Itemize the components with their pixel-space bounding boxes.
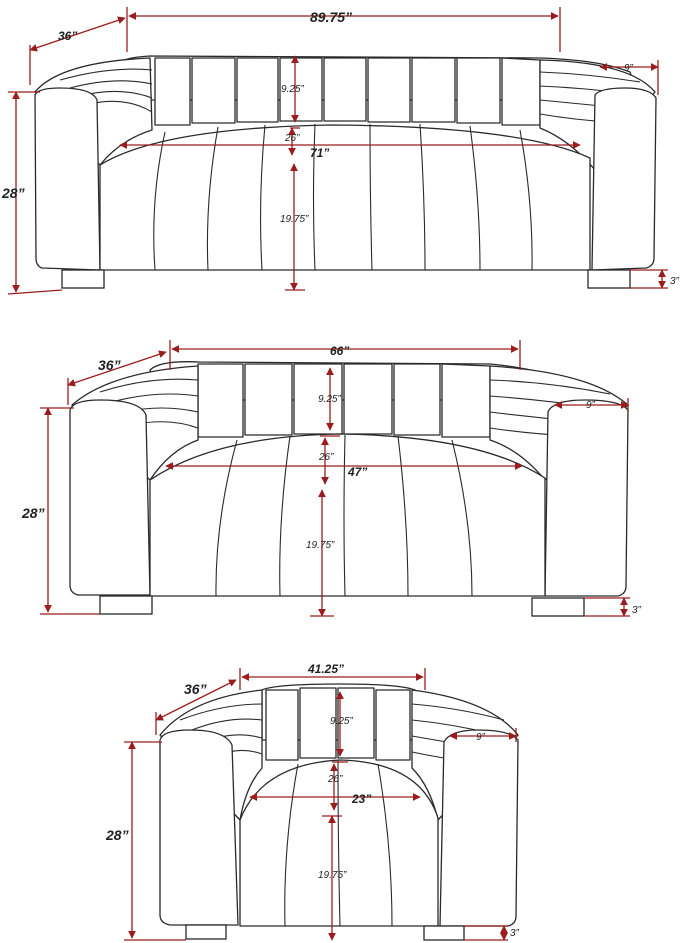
chair-depth-label: 36” [184,681,207,697]
chair-leg-right [423,925,465,941]
chair-width-label: 41.25” [307,662,344,676]
sofa-seat-depth-label: 26” [284,133,300,144]
loveseat-seat [149,433,546,597]
loveseat-leg-height-label: 3” [632,605,642,616]
sofa-leg-left [61,269,105,289]
sofa-height-label: 28” [1,185,25,201]
loveseat-dimensions [40,340,630,617]
sofa-seat-width-label: 71” [310,146,329,160]
sofa-right-arm [591,87,657,271]
loveseat-seat-height-label: 19.75” [306,540,335,551]
chair-back-height-label: 9.25” [330,716,353,727]
loveseat-arm-width-label: 9” [586,400,596,411]
chair-drawing [159,683,519,941]
loveseat-left-arm [69,399,151,596]
chair-leg-left [185,924,227,940]
sofa-seat [99,124,591,271]
sofa-drawing [34,55,657,289]
loveseat-back-cushions [197,363,491,438]
sofa-leg-height-label: 3” [670,276,680,287]
loveseat-right-arm [544,399,629,597]
sofa-seat-height-label: 19.75” [280,214,309,225]
chair-height-label: 28” [105,827,129,843]
sofa-leg-right [587,269,631,289]
sofa-back-height-label: 9.25” [281,84,304,95]
chair-right-arm [439,729,519,927]
chair-arm-width-label: 9” [476,732,486,743]
loveseat-leg-left [99,595,153,615]
loveseat-drawing [69,361,629,617]
sofa-dimensions [7,7,668,295]
loveseat-seat-channels [215,434,473,597]
sofa-labels: 89.75” 36” 9” 28” 9.25” 26” 71” 19.75” 3… [1,9,680,287]
chair-leg-height-label: 3” [510,928,520,939]
sofa-width-label: 89.75” [310,9,352,25]
loveseat-height-label: 28” [21,505,45,521]
sofa-arm-width-label: 9” [624,63,634,74]
loveseat-depth-label: 36” [98,357,121,373]
sofa-depth-label: 36” [58,29,77,43]
chair-labels: 41.25” 36” 9” 28” 9.25” 26” 23” 19.75” 3… [105,662,520,939]
loveseat-seat-width-label: 47” [347,465,367,479]
loveseat-back-height-label: 9.25” [318,394,341,405]
chair-back-cushions [265,687,411,761]
chair-left-arm [159,729,239,926]
sofa-left-arm [34,87,101,271]
loveseat-seat-depth-label: 26” [318,452,334,463]
loveseat-labels: 66” 36” 9” 28” 9.25” 26” 47” 19.75” 3” [21,344,642,616]
chair-seat-height-label: 19.75” [318,870,347,881]
chair-dimensions [124,668,517,941]
sofa-back-cushions [154,57,541,126]
loveseat-leg-right [531,597,585,617]
chair-seat-channels [284,759,393,927]
chair-seat-width-label: 23” [351,792,371,806]
loveseat-width-label: 66” [330,344,349,358]
chair-seat-depth-label: 26” [327,774,343,785]
